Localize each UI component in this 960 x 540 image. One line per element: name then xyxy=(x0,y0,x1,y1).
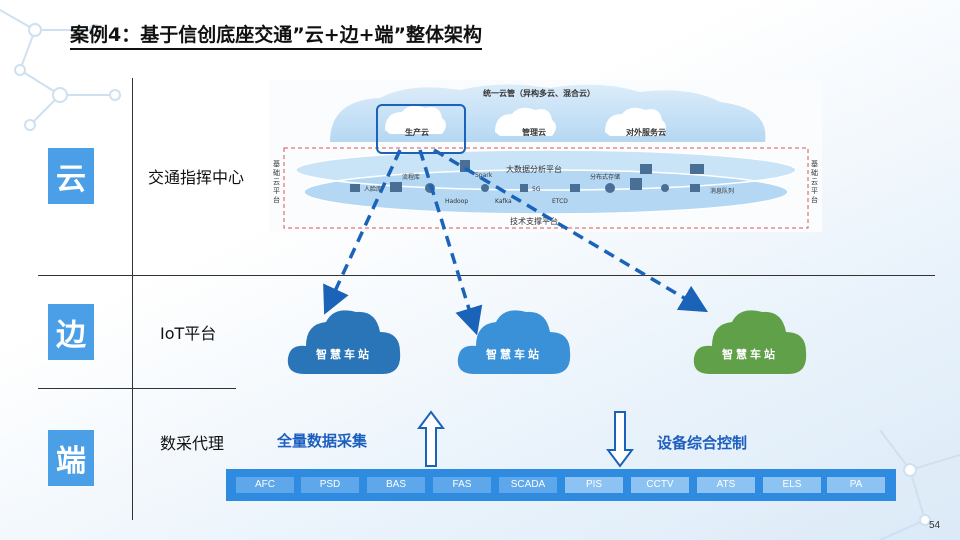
device-scada: SCADA xyxy=(499,477,557,493)
cloud-production: 生产云 xyxy=(405,128,429,137)
device-ats: ATS xyxy=(697,477,755,493)
item-5g: 5G xyxy=(532,186,541,193)
page-number: 54 xyxy=(929,520,941,531)
item-kafka: Kafka xyxy=(495,198,512,205)
cloud-platform-diagram: 统一云管（异构多云、混合云） 生产云 管理云 对外服务云 大数据分析平台 技术支… xyxy=(270,80,822,232)
tier-cloud-label: 交通指挥中心 xyxy=(148,168,245,187)
tier-cloud-badge: 云 xyxy=(48,148,94,204)
smart-station-1: 智慧车站 xyxy=(284,302,404,378)
item-face-db: 人脸库 xyxy=(364,186,383,193)
data-collection-label: 全量数据采集 xyxy=(277,432,368,450)
device-psd: PSD xyxy=(301,477,359,493)
side-label-left: 基础云平台 xyxy=(273,160,280,204)
item-spark: Spark xyxy=(475,172,493,179)
down-arrow-icon xyxy=(606,411,634,468)
arrow-to-station-3 xyxy=(433,148,709,313)
station-3-label: 智慧车站 xyxy=(722,348,778,361)
bigdata-layer-label: 大数据分析平台 xyxy=(506,165,562,174)
tier-end-label: 数采代理 xyxy=(160,434,225,453)
device-control-label: 设备综合控制 xyxy=(657,434,748,452)
divider-edge-end xyxy=(38,388,236,389)
station-3-cloud-icon xyxy=(693,310,807,374)
device-cctv: CCTV xyxy=(631,477,689,493)
item-distributed-storage: 分布式存储 xyxy=(590,174,621,181)
device-bar: AFC PSD BAS FAS SCADA PIS CCTV ATS ELS P… xyxy=(226,469,896,501)
arrow-to-station-1 xyxy=(323,149,402,315)
station-1-cloud-icon xyxy=(287,310,401,374)
smart-station-3: 智慧车站 xyxy=(690,302,810,378)
device-pis: PIS xyxy=(565,477,623,493)
up-arrow-icon xyxy=(417,410,445,467)
tier-edge-badge: 边 xyxy=(48,304,94,360)
cloud-public-service: 对外服务云 xyxy=(626,128,666,137)
tech-support-layer-label: 技术支撑平台 xyxy=(510,217,558,226)
item-flow-db: 流程库 xyxy=(402,174,421,181)
item-etcd: ETCD xyxy=(552,198,568,205)
item-message-queue: 消息队列 xyxy=(710,188,735,195)
tier-end-badge: 端 xyxy=(48,430,94,486)
cloud-management: 管理云 xyxy=(522,128,546,137)
device-bas: BAS xyxy=(367,477,425,493)
tier-edge-label: IoT平台 xyxy=(160,324,217,343)
cloud-header: 统一云管（异构多云、混合云） xyxy=(483,89,595,98)
station-2-label: 智慧车站 xyxy=(486,348,542,361)
item-hadoop: Hadoop xyxy=(445,198,469,205)
device-els: ELS xyxy=(763,477,821,493)
divider-cloud-edge xyxy=(38,275,935,276)
device-afc: AFC xyxy=(236,477,294,493)
page-title: 案例4：基于信创底座交通”云+边+端”整体架构 xyxy=(70,22,483,50)
divider-vertical xyxy=(132,78,133,520)
arrow-to-station-2 xyxy=(418,149,483,336)
device-pa: PA xyxy=(827,477,885,493)
station-2-cloud-icon xyxy=(457,310,571,374)
smart-station-2: 智慧车站 xyxy=(454,302,574,378)
station-1-label: 智慧车站 xyxy=(316,348,372,361)
side-label-right: 基础云平台 xyxy=(811,160,818,204)
cloud-platform-shapes xyxy=(283,84,809,229)
device-fas: FAS xyxy=(433,477,491,493)
